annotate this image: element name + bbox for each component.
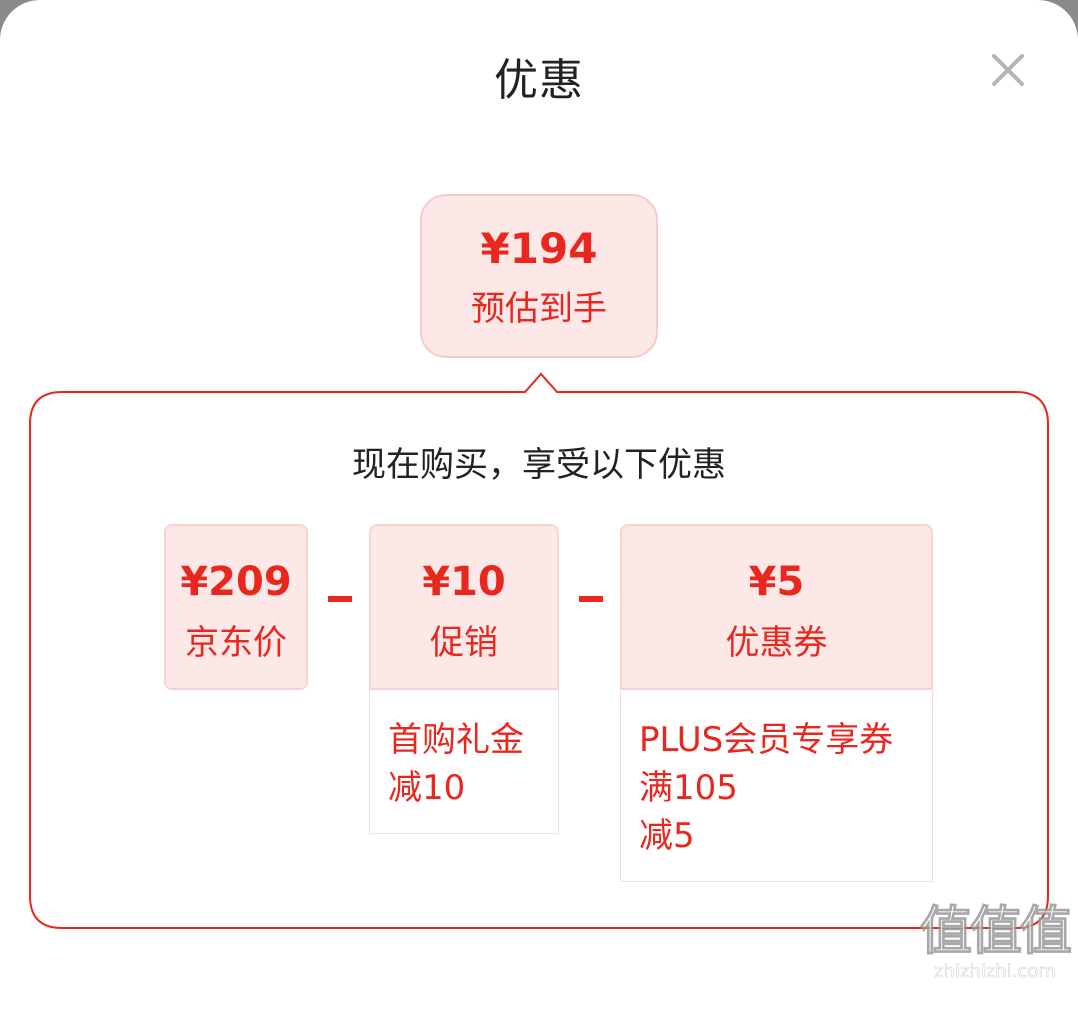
sheet-title: 优惠 xyxy=(494,55,584,106)
promotion-detail: 首购礼金 减10 xyxy=(369,690,559,834)
watermark-site: zhizhizhi.com xyxy=(934,961,1056,982)
estimated-price-label: 预估到手 xyxy=(471,289,607,329)
breakdown-subtitle: 现在购买，享受以下优惠 xyxy=(352,445,726,485)
promotion-card: ¥10 促销 xyxy=(369,524,559,690)
watermark: 值值值 zhizhizhi.com xyxy=(919,902,1072,982)
minus-sign xyxy=(328,596,352,602)
promotion-amount: ¥10 xyxy=(422,559,506,605)
jd-price-amount: ¥209 xyxy=(180,559,292,605)
estimated-price-card: ¥194 预估到手 xyxy=(420,194,658,358)
jd-price-label: 京东价 xyxy=(185,623,287,663)
estimated-price-amount: ¥194 xyxy=(480,224,598,273)
coupon-label: 优惠券 xyxy=(725,623,828,663)
close-button[interactable] xyxy=(984,46,1032,94)
minus-sign xyxy=(579,596,603,602)
coupon-amount: ¥5 xyxy=(748,559,805,605)
coupon-card: ¥5 优惠券 xyxy=(620,524,933,690)
close-icon xyxy=(992,54,1024,86)
promotion-label: 促销 xyxy=(430,623,498,663)
coupon-detail: PLUS会员专享券 满105 减5 xyxy=(620,690,933,882)
watermark-logo: 值值值 xyxy=(919,902,1072,963)
jd-price-card: ¥209 京东价 xyxy=(164,524,308,690)
